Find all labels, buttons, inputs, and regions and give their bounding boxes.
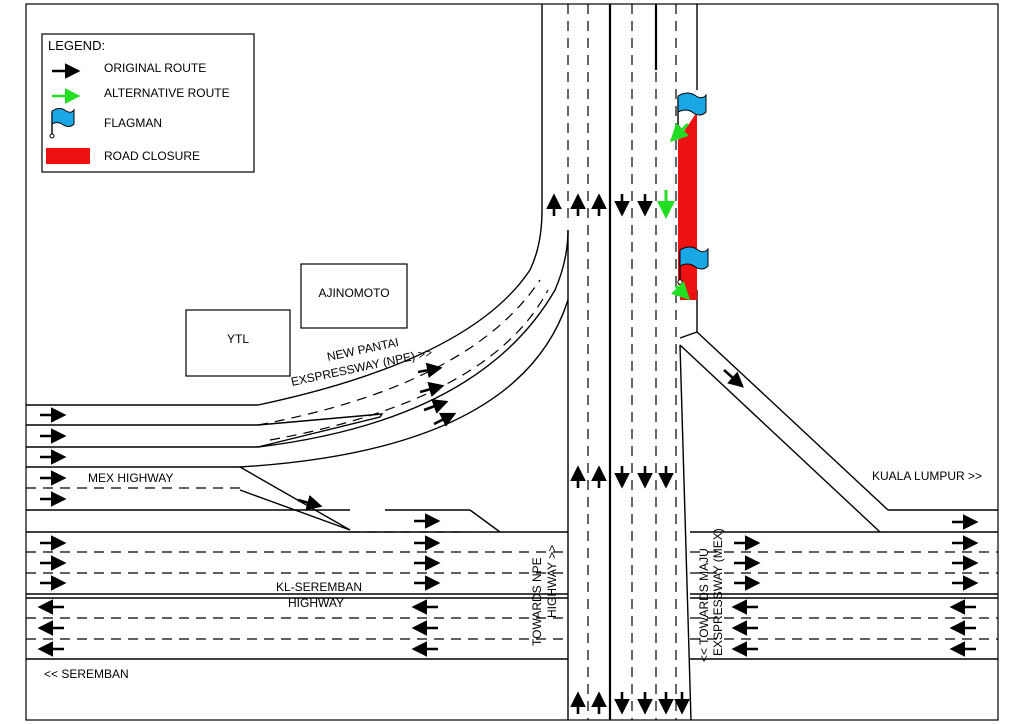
route-arrow (419, 381, 445, 397)
original-route-arrows (37, 193, 979, 715)
legend: LEGEND: ORIGINAL ROUTE ALTERNATIVE ROUTE… (41, 33, 255, 173)
legend-title: LEGEND: (48, 38, 105, 53)
kl-seremban-label: KL-SEREMBAN (276, 580, 362, 594)
legend-label: ORIGINAL ROUTE (104, 61, 206, 75)
route-arrow (433, 412, 457, 427)
building-label: AJINOMOTO (318, 286, 389, 300)
legend-label: ROAD CLOSURE (104, 149, 200, 163)
route-arrow (297, 495, 323, 511)
building-ajinomoto: AJINOMOTO (300, 263, 408, 329)
vertical-road (541, 4, 698, 721)
route-arrow (423, 399, 449, 414)
alt-route-arrow (671, 281, 691, 301)
npe-ramp (26, 209, 569, 468)
route-arrow (723, 369, 744, 388)
towards-maju-label: EXSPRESSWAY (MEX) (711, 528, 725, 656)
flag-icon (49, 108, 75, 139)
seremban-label: << SEREMBAN (44, 667, 129, 681)
legend-label: FLAGMAN (104, 116, 162, 130)
kl-seremban-highway (26, 531, 998, 660)
page-border (25, 3, 999, 721)
route-arrow (417, 362, 443, 378)
building-label: YTL (227, 332, 249, 346)
kuala-lumpur-ramp (679, 331, 998, 533)
legend-label: ALTERNATIVE ROUTE (104, 86, 230, 100)
mex-highway-label: MEX HIGHWAY (88, 471, 173, 485)
towards-npe-label: TOWARDS NPE (530, 557, 544, 646)
road-closure (678, 112, 697, 300)
red-block-icon (46, 148, 90, 164)
towards-npe-label: HIGHWAY >> (545, 545, 559, 618)
kl-seremban-label: HIGHWAY (288, 596, 344, 610)
building-ytl: YTL (185, 309, 291, 377)
towards-maju-label: << TOWARDS MAJU (697, 548, 711, 662)
alt-route-arrow (669, 122, 690, 143)
kuala-lumpur-label: KUALA LUMPUR >> (872, 469, 982, 483)
